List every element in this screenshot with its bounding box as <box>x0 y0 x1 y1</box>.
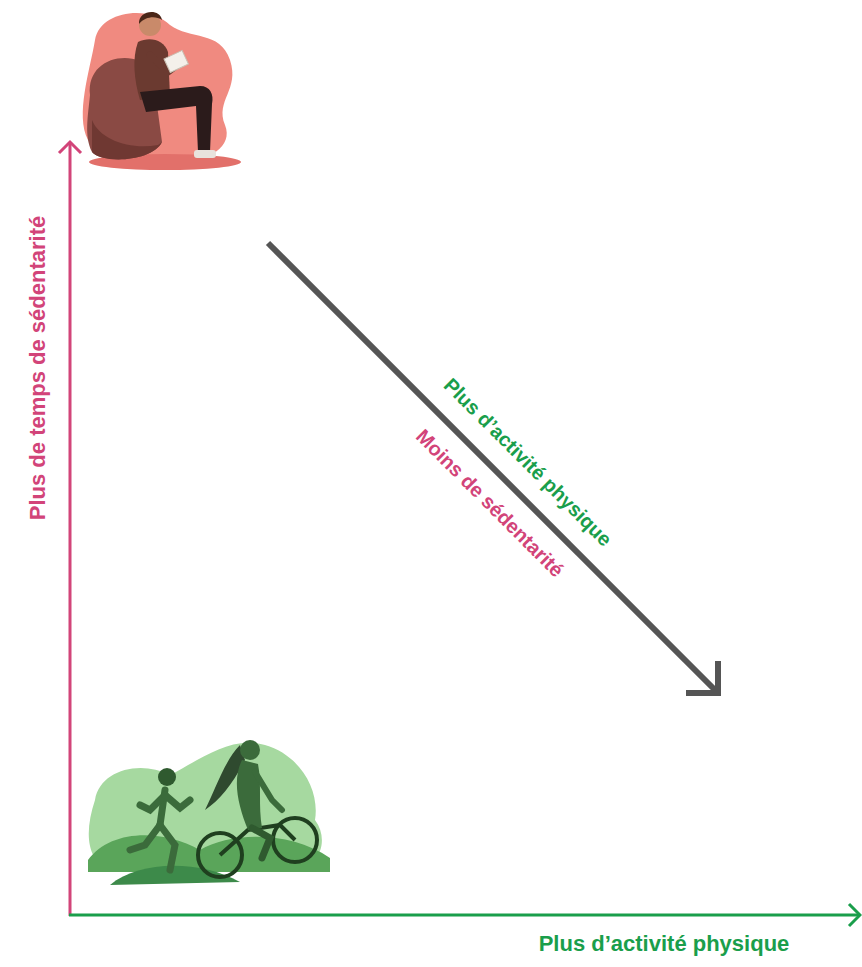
runner-leg <box>130 825 160 850</box>
x-axis-arrowhead <box>849 904 860 926</box>
person-shoe <box>194 150 216 158</box>
runner-arm <box>140 795 165 810</box>
active-illustration <box>88 740 330 885</box>
x-axis <box>69 914 859 917</box>
beanbag-shade <box>92 120 162 159</box>
y-axis <box>69 142 72 916</box>
trend-arrowhead <box>686 661 718 693</box>
cyclist-head <box>240 740 260 760</box>
cyclist-body <box>237 760 262 830</box>
axis-label: Plus d’activité physique <box>539 932 790 956</box>
book <box>164 50 188 72</box>
runner <box>130 790 190 870</box>
cyclist-arm <box>255 772 282 810</box>
runner-leg <box>160 825 175 870</box>
axis-label: Plus de temps de sédentarité <box>26 216 50 520</box>
sedentary-illustration <box>83 12 241 170</box>
trend-arrow <box>268 243 716 691</box>
person-hair <box>139 12 162 24</box>
runner-head <box>158 768 176 786</box>
arrow-label: Plus d’activité physique <box>440 374 617 551</box>
y-axis-arrowhead <box>59 142 81 153</box>
arrow-label: Moins de sédentarité <box>412 425 568 581</box>
runner-arm <box>165 795 190 808</box>
background-blob <box>83 13 233 161</box>
cyclist-leg <box>252 828 270 858</box>
person-legs <box>140 86 213 152</box>
